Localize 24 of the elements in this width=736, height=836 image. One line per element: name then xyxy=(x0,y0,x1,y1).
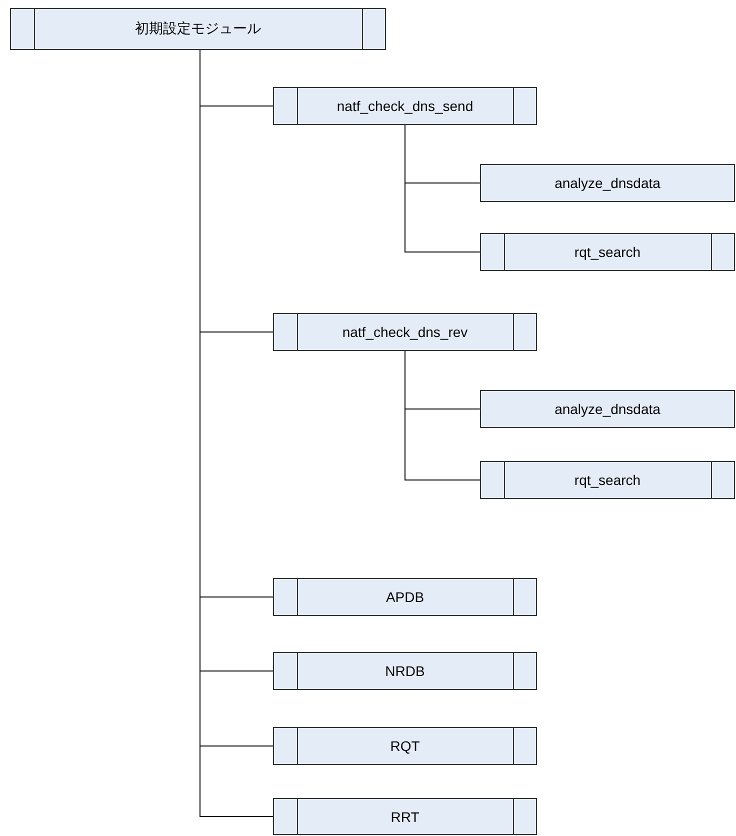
module-box xyxy=(480,461,735,499)
module-name: rqt_search xyxy=(574,244,641,260)
process-box xyxy=(480,390,735,428)
module-name: rqt_search xyxy=(574,472,641,488)
module-box xyxy=(273,727,537,765)
module-box xyxy=(273,798,537,835)
module-name: analyze_dnsdata xyxy=(554,401,660,417)
module-box xyxy=(273,87,537,125)
module-name: analyze_dnsdata xyxy=(554,175,660,191)
module-box xyxy=(273,578,537,616)
module-box xyxy=(273,313,537,351)
module-name: RRT xyxy=(390,808,420,824)
module-name: RQT xyxy=(390,738,420,754)
connector-line xyxy=(404,124,480,252)
module-box xyxy=(480,233,735,271)
module-name: NRDB xyxy=(385,663,425,679)
module-name: APDB xyxy=(386,589,424,605)
connector-line xyxy=(404,350,480,480)
module-box xyxy=(10,8,386,50)
module-box xyxy=(273,652,537,690)
process-box xyxy=(480,164,735,202)
module-name: natf_check_dns_send xyxy=(336,98,474,114)
module-name: 初期設定モジュール xyxy=(135,20,261,38)
module-name: natf_check_dns_rev xyxy=(342,324,468,340)
